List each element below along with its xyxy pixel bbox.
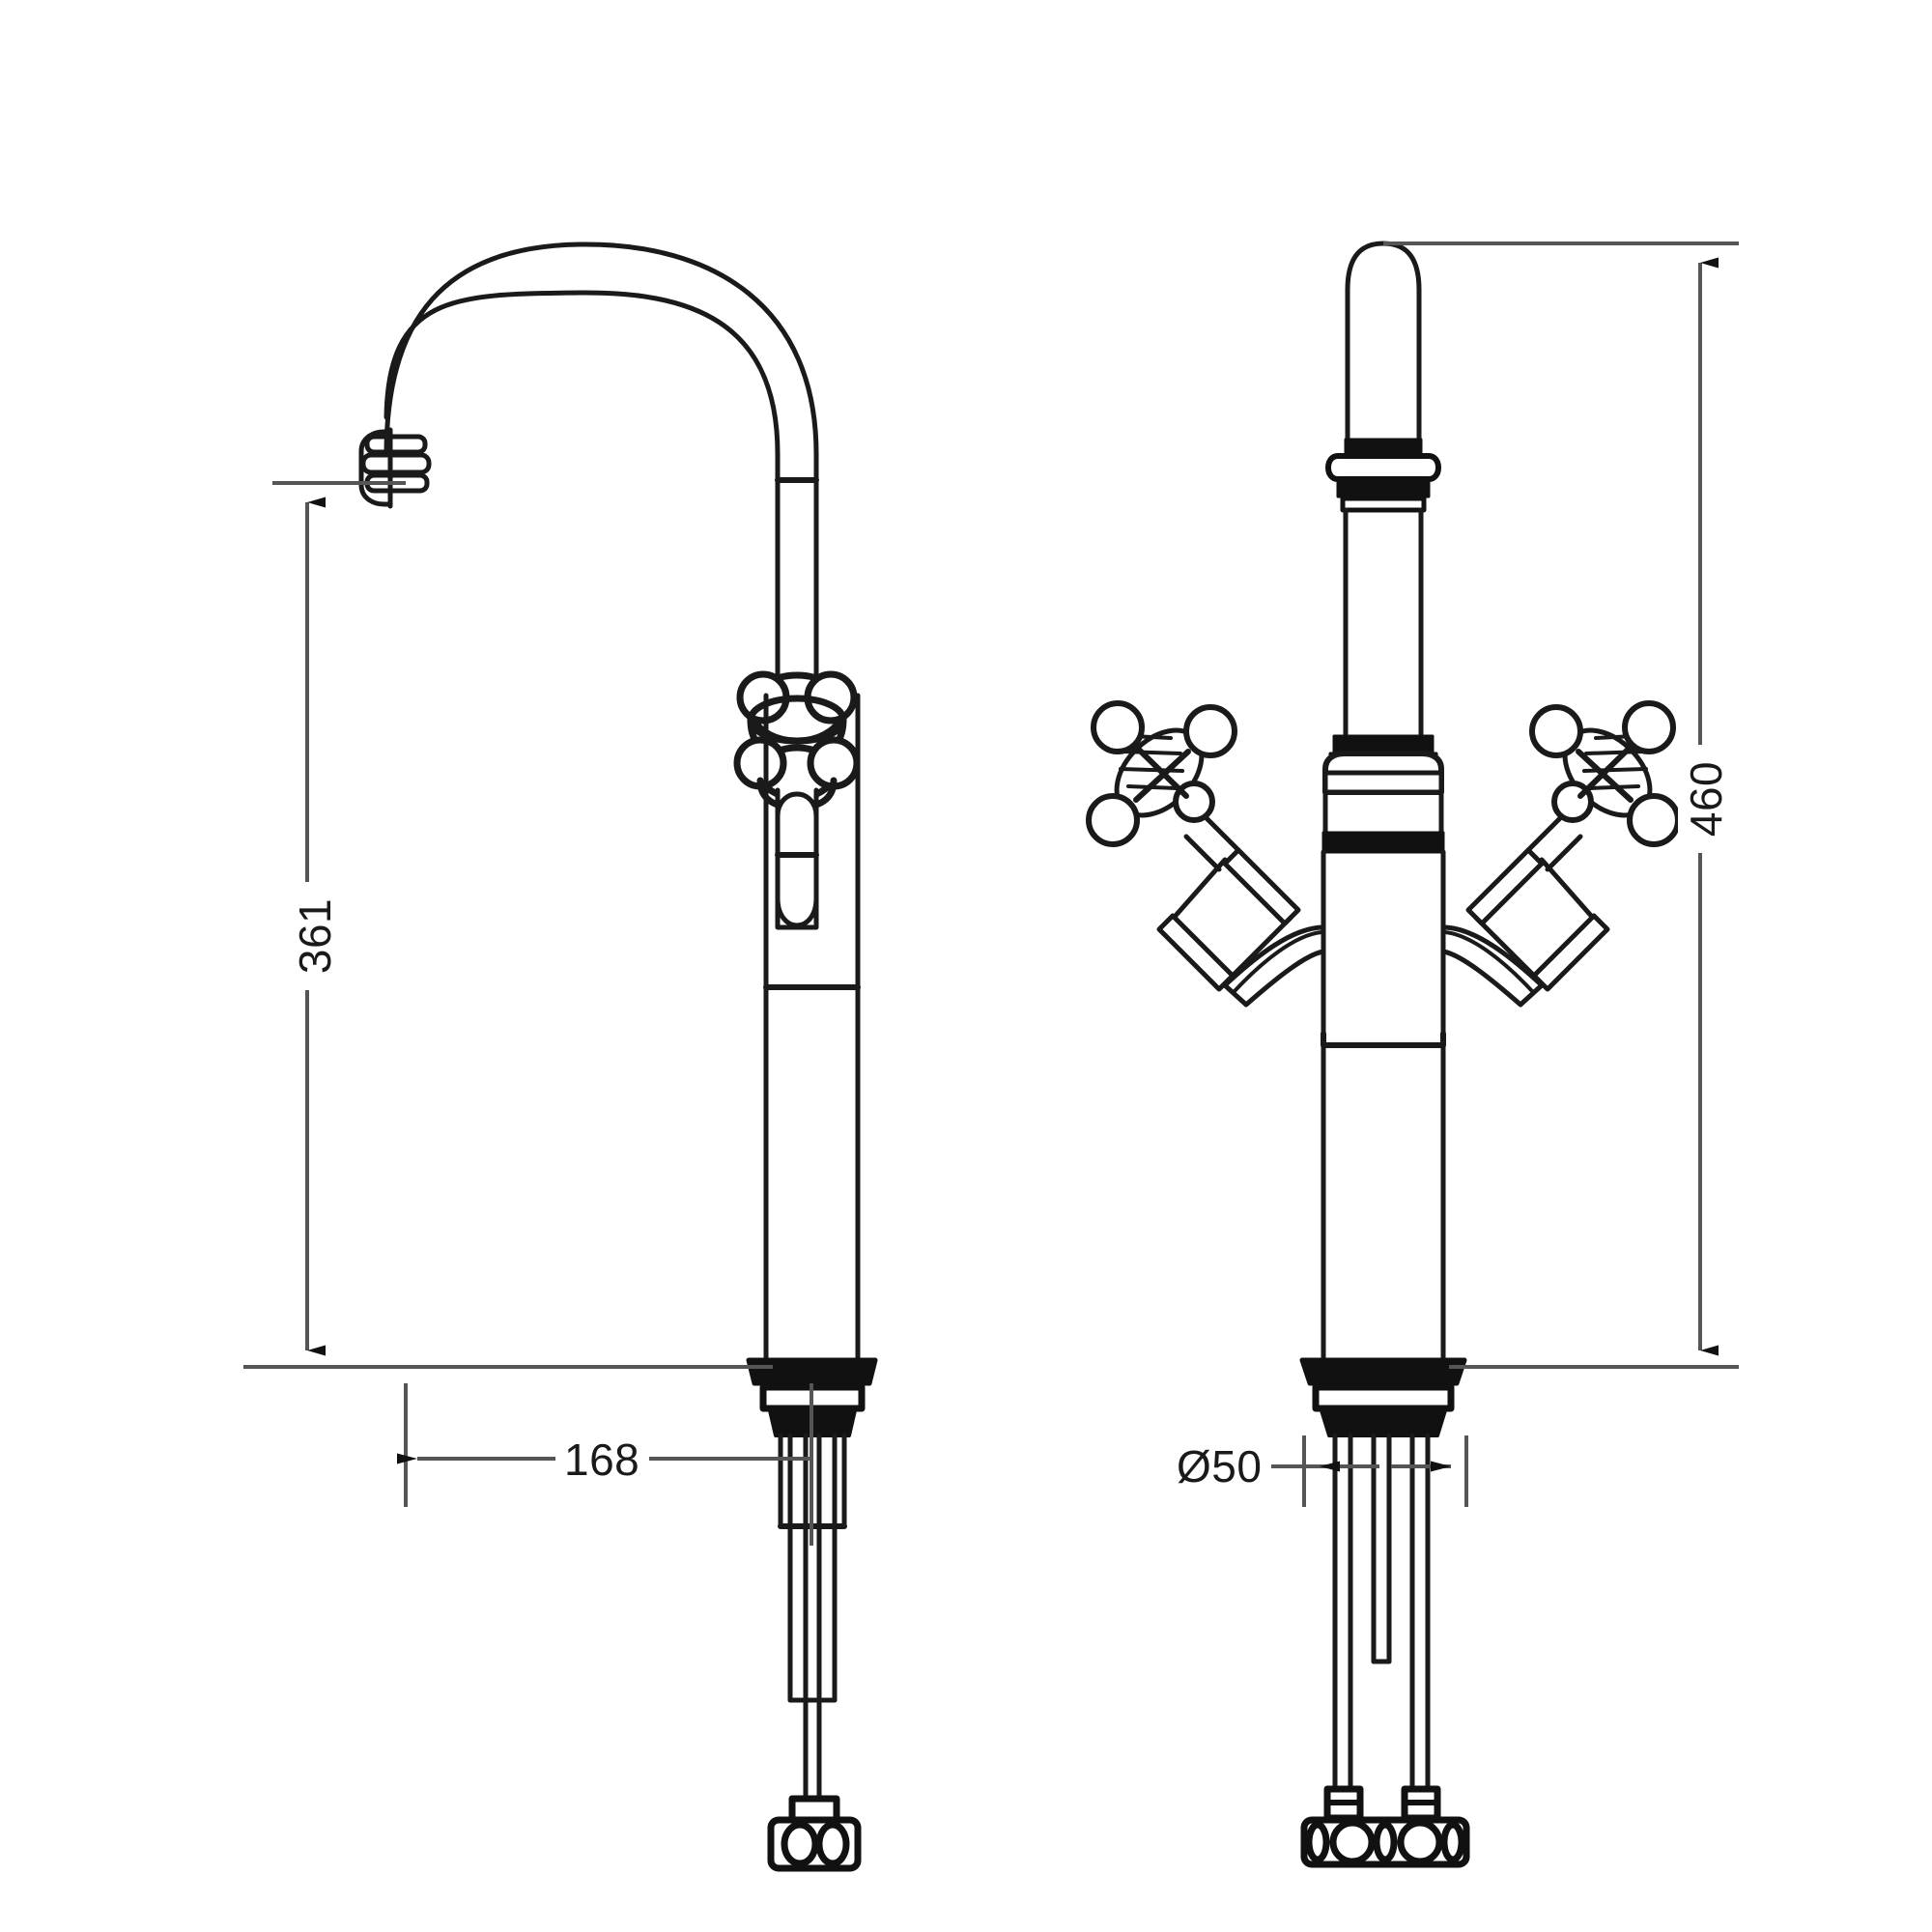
front-view-group [1086, 241, 1681, 1868]
front-base-flange [1299, 1357, 1467, 1437]
dimension-lines-group [243, 242, 1739, 1546]
front-body-column [1321, 979, 1446, 1363]
front-right-shoulder-inner [1443, 930, 1534, 993]
front-right-handle [1465, 700, 1681, 992]
front-spout-tube [1345, 241, 1422, 447]
front-shank [1332, 1433, 1431, 1807]
dimension-label-diameter-50: Ø50 [1171, 1438, 1268, 1494]
side-view-shank [778, 1433, 847, 1807]
dimension-label-168: 168 [558, 1432, 646, 1488]
spout-outlet-rings [358, 427, 432, 509]
spout-inner-curve [384, 290, 781, 486]
side-view-valve-body [775, 787, 819, 930]
dimension-label-361: 361 [287, 882, 343, 990]
front-left-handle [1086, 700, 1301, 992]
front-bottom-nuts [1300, 1785, 1470, 1868]
front-spout-shaft [1343, 507, 1424, 737]
front-left-shoulder-inner [1233, 930, 1323, 993]
front-body-cap [1321, 734, 1445, 854]
front-spout-collar [1325, 438, 1441, 513]
dimension-label-460: 460 [1678, 745, 1734, 853]
side-view-body-column [763, 693, 861, 1363]
side-view-crosshead-upper [736, 670, 858, 761]
spout-outer-curve [384, 242, 819, 486]
side-view-bottom-nut [767, 1795, 862, 1872]
front-body-upper [1321, 849, 1446, 984]
side-view-group [358, 242, 878, 1872]
